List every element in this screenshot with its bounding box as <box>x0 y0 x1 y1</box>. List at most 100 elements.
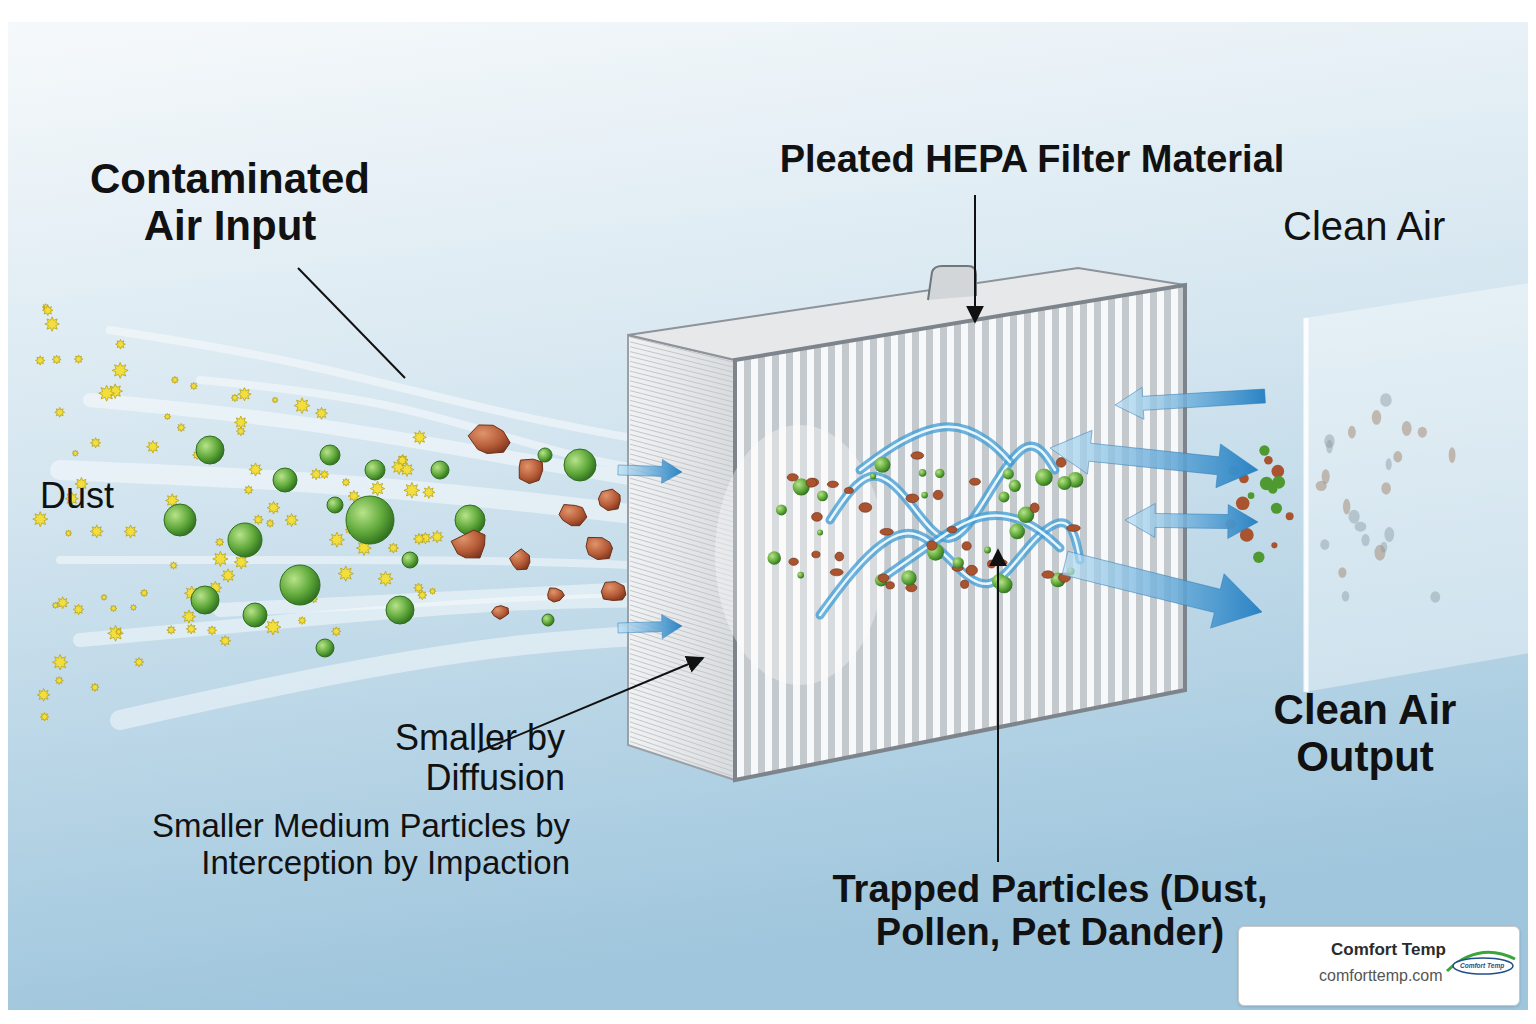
filter-handle <box>928 266 976 300</box>
green-spore <box>273 468 297 492</box>
pleat <box>1080 301 1087 711</box>
side-pleat-line <box>630 376 733 402</box>
side-pleat-line <box>630 644 733 677</box>
green-spore <box>564 449 596 481</box>
airflow-ribbons <box>820 427 1080 615</box>
leader-line <box>997 550 999 862</box>
dust-rock <box>598 489 620 510</box>
pollen-grain <box>90 525 103 538</box>
side-pleat-line <box>630 585 733 616</box>
pleat <box>905 331 912 747</box>
green-spore <box>402 552 418 568</box>
airflow-arrow <box>1062 551 1262 628</box>
logo-oval <box>1453 958 1513 974</box>
clean-air-panel-edge <box>1304 318 1309 692</box>
pollen-grain <box>108 625 124 641</box>
trapped-dust <box>787 474 798 481</box>
callout-label: Pleated HEPA Filter Material <box>712 138 1352 181</box>
pollen-grain <box>423 486 435 498</box>
pollen-grain <box>170 562 178 570</box>
pollen-grain <box>134 657 143 666</box>
side-pleat-line <box>630 634 733 666</box>
trapped-spore <box>1035 468 1053 486</box>
faint-particle <box>1349 510 1360 524</box>
pleat <box>1101 298 1108 707</box>
pollen-grain <box>124 525 137 538</box>
pollen-grain <box>167 626 176 635</box>
faint-particle <box>1449 447 1456 463</box>
pollen-grain <box>164 413 171 420</box>
green-spore <box>243 603 267 627</box>
pollen-grain <box>171 376 178 383</box>
pollen-grain <box>57 597 69 609</box>
pleat <box>1136 292 1143 700</box>
pollen-grain <box>36 356 45 365</box>
pleat <box>1164 287 1171 694</box>
pollen-grain <box>52 355 61 364</box>
pollen-grain <box>267 501 280 514</box>
pollen-grain <box>397 455 408 466</box>
pleat <box>1059 305 1066 715</box>
faint-particle <box>1355 522 1367 532</box>
trapped-spore <box>870 473 876 479</box>
escaping-particle <box>1268 485 1277 494</box>
trapped-dust <box>933 490 943 499</box>
airflow-arrow <box>1050 430 1258 487</box>
side-pleat-line <box>630 698 733 732</box>
dust-rock <box>451 530 485 558</box>
pollen-grain <box>216 538 224 546</box>
trapped-dust <box>812 551 820 558</box>
green-spore <box>431 461 449 479</box>
trapped-spore <box>797 572 804 579</box>
pollen-grain <box>378 571 393 586</box>
pollen-grain <box>73 604 84 615</box>
pollen-grain <box>140 589 148 597</box>
pollen-grain <box>370 481 385 496</box>
side-pleat-line <box>630 366 733 392</box>
side-pleat-line <box>630 395 733 421</box>
side-pleat-line <box>630 381 733 407</box>
pollen-grain <box>413 533 424 544</box>
escaping-particle <box>1259 445 1269 455</box>
dust-rock <box>492 606 509 620</box>
trapped-spore <box>984 546 991 553</box>
green-spore <box>228 523 262 557</box>
side-pleat-line <box>630 727 733 762</box>
pollen-grain <box>45 317 59 331</box>
side-pleat-line <box>630 737 733 772</box>
pollen-grain <box>404 482 420 498</box>
pollen-grain <box>431 531 443 543</box>
airflow-arrow <box>618 459 682 483</box>
pleat <box>1171 286 1178 693</box>
pleat <box>1066 304 1073 714</box>
side-pleat-line <box>630 668 733 701</box>
side-pleat-line <box>630 371 733 397</box>
faint-particle <box>1322 469 1330 484</box>
escaping-particle <box>1286 512 1294 520</box>
pollen-grain <box>413 431 427 445</box>
dust-rock <box>468 425 510 454</box>
pleat <box>989 317 996 730</box>
trapped-dust <box>812 512 823 521</box>
pollen-grain <box>40 713 48 721</box>
faint-particle <box>1372 410 1381 425</box>
pollen-grain <box>37 689 50 702</box>
side-pleat-line <box>630 702 733 736</box>
pollen-grain <box>90 438 100 448</box>
side-pleat-line <box>630 722 733 756</box>
pleat <box>1143 291 1150 699</box>
green-spore <box>316 639 334 657</box>
side-pleat-line <box>630 629 733 661</box>
pleat <box>1108 297 1115 706</box>
pleat <box>1178 285 1183 691</box>
pollen-grain <box>221 569 234 582</box>
pollen-grain <box>177 423 185 431</box>
trapped-dust <box>927 541 937 551</box>
pollen-grain <box>112 362 128 378</box>
pollen-grain <box>338 566 353 581</box>
side-pleat-line <box>630 693 733 727</box>
trapped-dust <box>835 552 844 561</box>
pollen-grain <box>332 627 341 636</box>
faint-particle <box>1381 482 1391 494</box>
trapped-spore <box>817 530 823 536</box>
